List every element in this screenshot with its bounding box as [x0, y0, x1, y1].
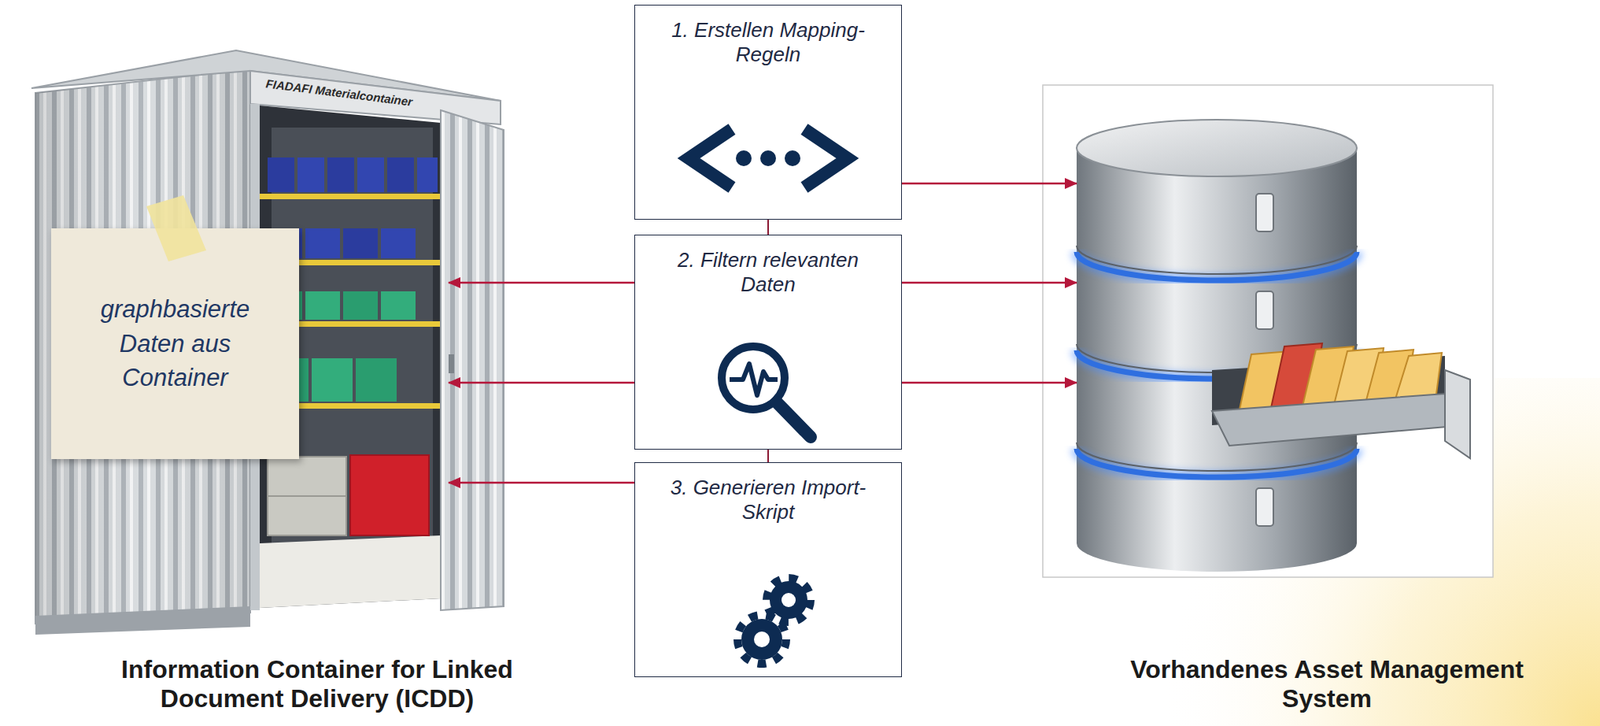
step-label: 1. Erstellen Mapping-Regeln	[654, 18, 883, 67]
flow-arrow	[448, 381, 635, 385]
container-drawing	[31, 50, 504, 635]
flow-arrow	[448, 481, 635, 485]
caption-text: Vorhandenes Asset Management System	[1106, 654, 1548, 714]
database-illustration: Vorhandenes Asset Management System	[1076, 84, 1493, 577]
flow-arrow	[901, 182, 1077, 185]
magnifier-icon	[721, 346, 811, 437]
drawer-with-folders	[1212, 343, 1471, 459]
gears-icon	[737, 577, 811, 664]
note-text: graphbasierte Daten aus Container	[79, 291, 271, 395]
flow-arrow	[901, 381, 1077, 385]
container-illustration: Information Container for Linked Documen…	[30, 55, 449, 628]
process-box: 2. Filtern relevanten Daten	[634, 234, 902, 450]
process-box: 3. Generieren Import-Skript	[634, 461, 902, 677]
database-drawing	[1042, 84, 1493, 577]
brand-label: FIADAFI Materialcontainer	[262, 76, 416, 109]
process-box: 1. Erstellen Mapping-Regeln	[634, 4, 902, 220]
tape-strip	[146, 195, 207, 262]
link-line	[767, 219, 769, 235]
flow-arrow	[901, 281, 1077, 285]
note-card: graphbasierte Daten aus Container	[51, 228, 300, 459]
link-line	[767, 449, 769, 462]
code-icon	[688, 129, 848, 188]
caption-text: Information Container for Linked Documen…	[96, 654, 538, 714]
step-label: 3. Generieren Import-Skript	[654, 475, 883, 525]
step-label: 2. Filtern relevanten Daten	[654, 247, 883, 297]
flow-arrow	[448, 281, 635, 285]
